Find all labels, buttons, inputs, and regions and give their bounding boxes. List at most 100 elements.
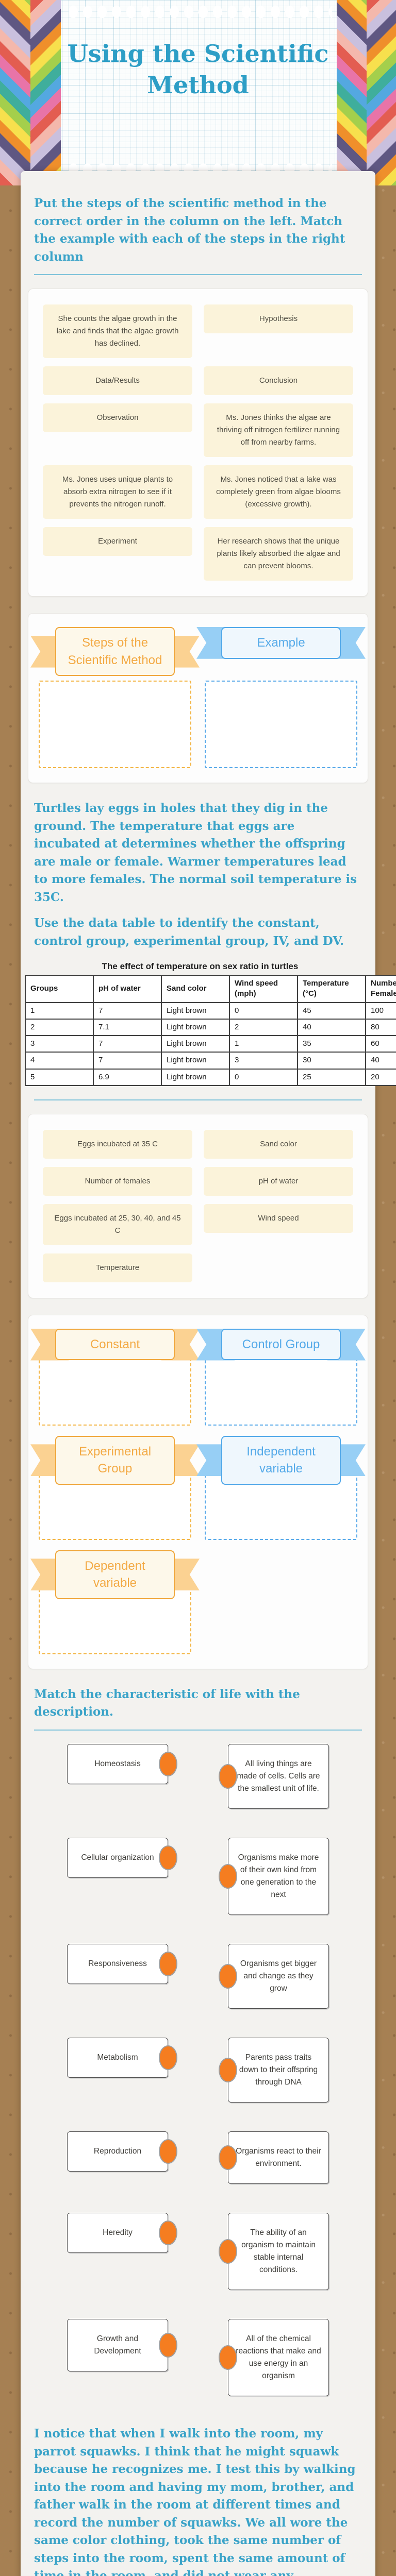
connect-pair-row: Heredity The ability of an organism to m…: [67, 2213, 329, 2290]
connector-dot[interactable]: [219, 2058, 237, 2082]
connector-dot[interactable]: [159, 2221, 177, 2245]
table-cell: Light brown: [161, 1036, 229, 1052]
zone-label: Independent variable: [221, 1436, 341, 1485]
match-option[interactable]: Number of females: [43, 1167, 192, 1196]
match-term[interactable]: Reproduction: [67, 2131, 168, 2172]
sort-zone-row: Dependent variable: [39, 1550, 357, 1654]
match-description[interactable]: All living things are made of cells. Cel…: [228, 1744, 329, 1809]
paper-punch-holes-top: [66, 4, 332, 20]
match-description[interactable]: Organisms get bigger and change as they …: [228, 1944, 329, 2009]
connect-pair-row: Cellular organization Organisms make mor…: [67, 1838, 329, 1915]
match-option[interactable]: Wind speed: [204, 1204, 353, 1233]
match-option[interactable]: Eggs incubated at 35 C: [43, 1130, 192, 1159]
description-label: Organisms get bigger and change as they …: [240, 1959, 317, 1993]
description-label: Parents pass traits down to their offspr…: [239, 2053, 318, 2087]
column-header: pH of water: [93, 975, 161, 1003]
match-option[interactable]: Ms. Jones noticed that a lake was comple…: [204, 465, 353, 519]
connector-dot[interactable]: [219, 2145, 237, 2170]
sort-column-experimental-group: Experimental Group: [39, 1436, 191, 1540]
table-cell: 3: [25, 1036, 93, 1052]
turtle-instructions: Use the data table to identify the const…: [34, 914, 362, 950]
question-heading: Put the steps of the scientific method i…: [34, 195, 362, 266]
match-option[interactable]: Ms. Jones thinks the algae are thriving …: [204, 403, 353, 457]
sort-column-steps: Steps of the Scientific Method: [39, 627, 191, 768]
match-term[interactable]: Responsiveness: [67, 1944, 168, 1984]
table-cell: Light brown: [161, 1003, 229, 1019]
table-cell: 7: [93, 1036, 161, 1052]
table-cell: 40: [298, 1019, 366, 1036]
match-option[interactable]: Experiment: [43, 527, 192, 556]
match-option[interactable]: pH of water: [204, 1167, 353, 1196]
chevron-stripes-icon: [367, 0, 396, 185]
zone-ribbon: Independent variable: [221, 1436, 341, 1485]
match-option[interactable]: Her research shows that the unique plant…: [204, 527, 353, 581]
connector-dot[interactable]: [219, 2239, 237, 2264]
match-option[interactable]: Ms. Jones uses unique plants to absorb e…: [43, 465, 192, 519]
match-description[interactable]: All of the chemical reactions that make …: [228, 2319, 329, 2396]
sort-zones-card: Constant Control Group: [28, 1315, 368, 1669]
zone-label: Constant: [55, 1329, 175, 1361]
drop-zone-steps[interactable]: [39, 681, 191, 768]
connector-dot[interactable]: [219, 2345, 237, 2370]
match-term[interactable]: Growth and Development: [67, 2319, 168, 2371]
table-cell: 1: [25, 1003, 93, 1019]
match-description[interactable]: Organisms make more of their own kind fr…: [228, 1838, 329, 1915]
drop-zone-constant[interactable]: [39, 1352, 191, 1426]
match-description[interactable]: The ability of an organism to maintain s…: [228, 2213, 329, 2290]
zone-ribbon: Control Group: [221, 1329, 341, 1361]
match-term[interactable]: Homeostasis: [67, 1744, 168, 1784]
term-label: Responsiveness: [88, 1959, 147, 1968]
table-cell: Light brown: [161, 1052, 229, 1069]
match-option[interactable]: Conclusion: [204, 366, 353, 395]
matching-card: She counts the algae growth in the lake …: [28, 289, 368, 597]
sort-column-independent-variable: Independent variable: [205, 1436, 357, 1540]
match-option[interactable]: Temperature: [43, 1253, 192, 1282]
connector-dot[interactable]: [159, 1845, 177, 1870]
table-row: 1 7 Light brown 0 45 100: [25, 1003, 396, 1019]
connector-dot[interactable]: [219, 1964, 237, 1989]
connector-dot[interactable]: [219, 1864, 237, 1889]
sort-zone-row: Experimental Group Independent variable: [39, 1436, 357, 1540]
connect-pair-row: Responsiveness Organisms get bigger and …: [67, 1944, 329, 2009]
match-term[interactable]: Metabolism: [67, 2038, 168, 2078]
table-cell: 45: [298, 1003, 366, 1019]
sort-column-constant: Constant: [39, 1329, 191, 1426]
zone-label: Experimental Group: [55, 1436, 175, 1485]
table-cell: 7: [93, 1003, 161, 1019]
match-option[interactable]: Eggs incubated at 25, 30, 40, and 45 C: [43, 1204, 192, 1245]
match-option[interactable]: Sand color: [204, 1130, 353, 1159]
match-option[interactable]: She counts the algae growth in the lake …: [43, 304, 192, 358]
match-term[interactable]: Heredity: [67, 2213, 168, 2253]
term-label: Cellular organization: [81, 1853, 154, 1862]
connect-pair-row: Growth and Development All of the chemic…: [67, 2319, 329, 2396]
drop-zone-example[interactable]: [205, 681, 357, 768]
connector-dot[interactable]: [159, 1952, 177, 1976]
connector-dot[interactable]: [159, 2333, 177, 2358]
connector-dot[interactable]: [159, 2045, 177, 2070]
table-cell: 35: [298, 1036, 366, 1052]
table-cell: 2: [25, 1019, 93, 1036]
connector-dot[interactable]: [159, 2139, 177, 2164]
match-description[interactable]: Parents pass traits down to their offspr…: [228, 2038, 329, 2103]
question-turtles: Turtles lay eggs in holes that they dig …: [25, 800, 371, 1669]
table-cell: 5: [25, 1069, 93, 1086]
column-header: Number Females: [366, 975, 396, 1003]
match-description[interactable]: Organisms react to their environment.: [228, 2131, 329, 2184]
drop-zone-control-group[interactable]: [205, 1352, 357, 1426]
table-cell: 2: [229, 1019, 298, 1036]
connector-dot[interactable]: [219, 1764, 237, 1789]
connect-pair-row: Homeostasis All living things are made o…: [67, 1744, 329, 1809]
match-option[interactable]: Hypothesis: [204, 304, 353, 333]
table-row: 3 7 Light brown 1 35 60: [25, 1036, 396, 1052]
sort-zone-row: Steps of the Scientific Method Example: [39, 627, 357, 768]
term-label: Metabolism: [97, 2053, 138, 2062]
match-option[interactable]: Observation: [43, 403, 192, 432]
match-term[interactable]: Cellular organization: [67, 1838, 168, 1878]
connector-dot[interactable]: [159, 1752, 177, 1776]
description-label: All of the chemical reactions that make …: [236, 2334, 321, 2380]
description-label: Organisms react to their environment.: [236, 2147, 321, 2168]
description-label: Organisms make more of their own kind fr…: [238, 1853, 319, 1899]
matching-grid: She counts the algae growth in the lake …: [43, 304, 353, 581]
match-option[interactable]: Data/Results: [43, 366, 192, 395]
